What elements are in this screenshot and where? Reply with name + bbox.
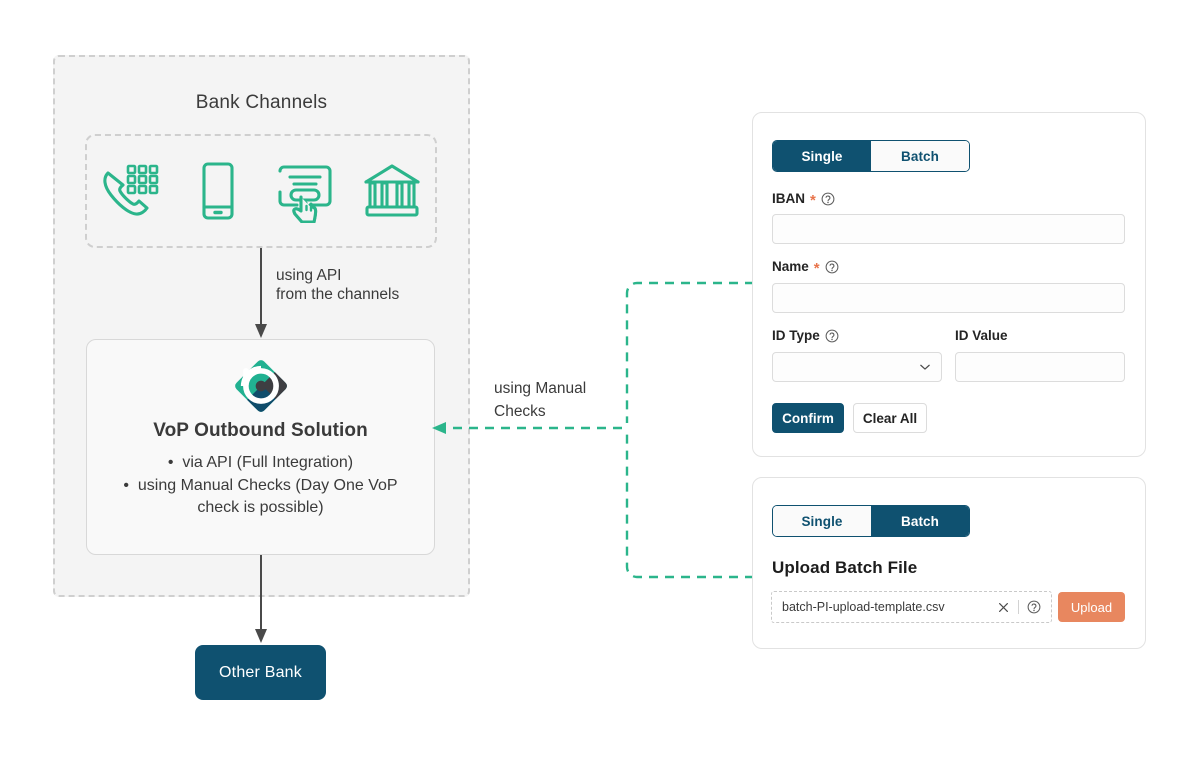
batch-filename: batch-PI-upload-template.csv [782, 600, 945, 614]
id-value-label-text: ID Value [955, 328, 1008, 343]
manual-checks-label-line2: Checks [494, 403, 546, 420]
name-label-text: Name [772, 259, 809, 274]
api-label-line2: from the channels [276, 286, 400, 303]
other-bank-label: Other Bank [219, 663, 302, 681]
name-label: Name * [772, 259, 839, 277]
phone-keypad-icon [102, 164, 158, 216]
name-help-icon[interactable] [825, 260, 839, 274]
vop-title: VoP Outbound Solution [153, 420, 368, 441]
upload-help-icon[interactable] [1027, 600, 1041, 614]
iban-label: IBAN * [772, 191, 835, 209]
other-bank-box: Other Bank [195, 645, 326, 700]
iban-help-icon[interactable] [821, 192, 835, 206]
bank-building-icon [363, 164, 420, 217]
chevron-down-icon [920, 364, 930, 370]
id-value-input[interactable] [955, 352, 1125, 382]
iban-input[interactable] [772, 214, 1125, 244]
upload-button[interactable]: Upload [1058, 592, 1125, 622]
manual-checks-label: using Manual Checks [494, 377, 586, 423]
iban-label-text: IBAN [772, 191, 805, 206]
touch-screen-icon [277, 165, 332, 223]
name-input[interactable] [772, 283, 1125, 313]
single-card-tabs: Single Batch [772, 140, 970, 172]
channel-icons-group [85, 134, 437, 248]
name-required-star: * [813, 259, 820, 277]
vop-logo-icon [234, 360, 287, 412]
id-value-label: ID Value [955, 328, 1008, 343]
api-label-line1: using API [276, 267, 342, 284]
divider [1018, 600, 1019, 614]
iban-required-star: * [810, 191, 816, 209]
vop-bullets: • via API (Full Integration) • using Man… [101, 452, 421, 520]
manual-checks-connector [432, 281, 754, 579]
batch-file-dropzone[interactable]: batch-PI-upload-template.csv [771, 591, 1052, 623]
upload-batch-file-title: Upload Batch File [772, 558, 918, 577]
clear-all-button[interactable]: Clear All [853, 403, 927, 433]
id-type-label: ID Type [772, 328, 839, 343]
vop-bullet-2: • using Manual Checks (Day One VoP check… [123, 476, 398, 517]
manual-checks-label-line1: using Manual [494, 380, 587, 397]
other-bank-arrow [255, 555, 267, 643]
vop-bullet-1: • via API (Full Integration) [167, 454, 354, 471]
tab-single-batchcard[interactable]: Single [773, 506, 871, 536]
close-icon[interactable] [997, 601, 1010, 614]
tab-batch[interactable]: Batch [871, 141, 969, 171]
vop-outbound-solution-box: VoP Outbound Solution • via API (Full In… [86, 339, 435, 555]
api-arrow [255, 248, 267, 338]
tab-batch-batchcard[interactable]: Batch [871, 506, 969, 536]
id-type-select[interactable] [772, 352, 942, 382]
batch-card-tabs: Single Batch [772, 505, 970, 537]
mobile-phone-icon [201, 162, 234, 220]
tab-single[interactable]: Single [773, 141, 871, 171]
id-type-label-text: ID Type [772, 328, 820, 343]
bank-channels-title: Bank Channels [195, 92, 328, 113]
api-label: using API from the channels [276, 266, 399, 304]
confirm-button[interactable]: Confirm [772, 403, 844, 433]
id-type-help-icon[interactable] [825, 329, 839, 343]
